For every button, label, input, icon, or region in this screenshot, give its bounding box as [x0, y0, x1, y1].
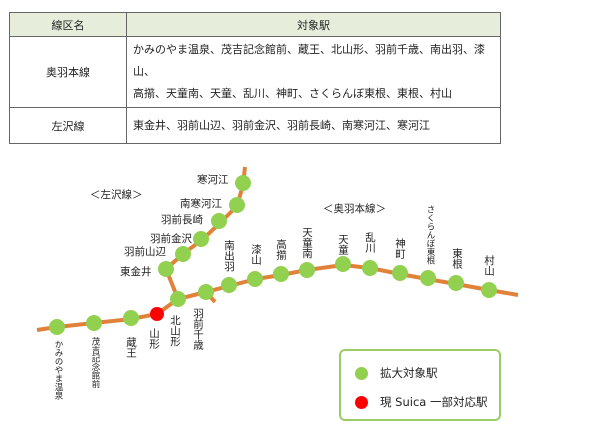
- station-minami-sagae[interactable]: [229, 197, 245, 213]
- label-uzen-nagasaki: 羽前長崎: [161, 213, 203, 226]
- stations-text: かみのやま温泉、茂吉記念館前、蔵王、北山形、羽前千歳、南出羽、漆山、: [133, 43, 485, 78]
- legend-label: 現 Suica 一部対応駅: [380, 395, 488, 409]
- label-yamagata: 山形: [148, 328, 160, 350]
- station-zao[interactable]: [123, 310, 139, 326]
- station-uzen-kanazawa[interactable]: [193, 231, 209, 247]
- station-tendo[interactable]: [335, 256, 351, 272]
- station-murayama[interactable]: [481, 282, 497, 298]
- red-dot-icon: [355, 395, 368, 409]
- stations-cell: 東金井、羽前山辺、羽前金沢、羽前長崎、南寒河江、寒河江: [126, 107, 501, 144]
- aterazawa-line-title: ＜左沢線＞: [90, 188, 143, 201]
- aterazawa-stations: [158, 175, 251, 277]
- legend-item-target: 拡大対象駅: [355, 365, 438, 381]
- legend: 拡大対象駅 現 Suica 一部対応駅: [339, 349, 501, 421]
- green-dot-icon: [355, 366, 368, 380]
- station-urushiyama[interactable]: [247, 271, 263, 287]
- label-uzen-kanazawa: 羽前金沢: [150, 232, 192, 245]
- stations-text: 高擶、天童南、天童、乱川、神町、さくらんぼ東根、東根、村山: [133, 87, 452, 100]
- label-kita-yamagata: 北山形: [169, 315, 181, 347]
- label-sagae: 寒河江: [197, 173, 229, 186]
- label-higashi-kanai: 東金井: [120, 265, 152, 278]
- label-urushiyama: 漆山: [250, 243, 262, 265]
- station-uzen-nagasaki[interactable]: [211, 213, 227, 229]
- station-sakuranbo-higashine[interactable]: [420, 270, 436, 286]
- table-row: 奥羽本線 かみのやま温泉、茂吉記念館前、蔵王、北山形、羽前千歳、南出羽、漆山、 …: [9, 36, 501, 108]
- line-name-cell: 奥羽本線: [9, 36, 127, 108]
- station-tendo-minami[interactable]: [299, 262, 315, 278]
- label-zao: 蔵王: [125, 336, 137, 358]
- station-midarekawa[interactable]: [362, 260, 378, 276]
- ou-stations: [49, 256, 497, 335]
- label-minami-sagae: 南寒河江: [180, 197, 222, 210]
- ou-line-title: ＜奥羽本線＞: [323, 202, 386, 215]
- label-minami-dewa: 南出羽: [223, 239, 235, 271]
- station-yamagata[interactable]: [150, 307, 164, 321]
- station-higashine[interactable]: [448, 275, 464, 291]
- station-jimmachi[interactable]: [392, 265, 408, 281]
- label-uzen-chitose: 羽前千歳: [192, 308, 204, 350]
- label-tendo: 天童: [337, 234, 349, 255]
- label-mokichi-kinenkanmae: 茂吉記念館前: [90, 336, 100, 389]
- station-takatama[interactable]: [273, 266, 289, 282]
- legend-item-suica: 現 Suica 一部対応駅: [355, 394, 487, 410]
- label-higashine: 東根: [451, 247, 463, 270]
- label-takatama: 高擶: [275, 238, 287, 260]
- label-midarekawa: 乱川: [364, 232, 376, 253]
- station-uzen-chitose[interactable]: [198, 284, 214, 300]
- header-line-name: 線区名: [9, 12, 127, 37]
- label-jimmachi: 神町: [394, 237, 406, 259]
- line-name-cell: 左沢線: [9, 107, 127, 144]
- station-mokichi-kinenkanmae[interactable]: [86, 315, 102, 331]
- stations-cell: かみのやま温泉、茂吉記念館前、蔵王、北山形、羽前千歳、南出羽、漆山、 高擶、天童…: [126, 36, 501, 108]
- station-uzen-yamabe[interactable]: [175, 246, 191, 262]
- label-sakuranbo-higashine: さくらんぼ東根: [425, 205, 435, 265]
- stations-text: 東金井、羽前山辺、羽前金沢、羽前長崎、南寒河江、寒河江: [133, 118, 430, 132]
- label-kaminoyama-onsen: かみのやま温泉: [53, 340, 63, 400]
- label-murayama: 村山: [483, 254, 495, 276]
- label-uzen-yamabe: 羽前山辺: [124, 245, 166, 258]
- target-stations-table: 線区名 対象駅 奥羽本線 かみのやま温泉、茂吉記念館前、蔵王、北山形、羽前千歳、…: [9, 12, 501, 144]
- station-minami-dewa[interactable]: [221, 277, 237, 293]
- station-kaminoyama-onsen[interactable]: [49, 319, 65, 335]
- label-tendo-minami: 天童南: [301, 227, 313, 259]
- table-row: 左沢線 東金井、羽前山辺、羽前金沢、羽前長崎、南寒河江、寒河江: [9, 107, 501, 144]
- station-kita-yamagata[interactable]: [170, 291, 186, 307]
- legend-label: 拡大対象駅: [380, 366, 438, 380]
- station-higashi-kanai[interactable]: [158, 261, 174, 277]
- station-sagae[interactable]: [235, 175, 251, 191]
